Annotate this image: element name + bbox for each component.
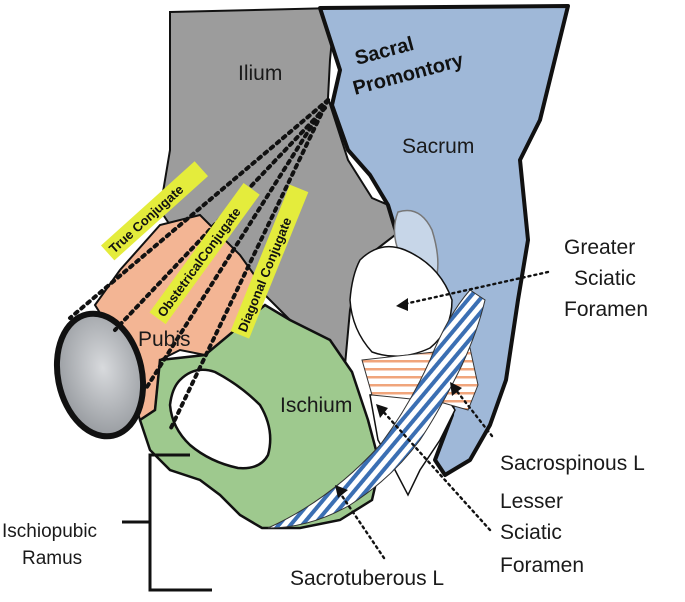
- obstetrical-conjugate-line: [143, 98, 330, 392]
- ischiopubic-label-2: Ramus: [22, 548, 82, 569]
- greater-sciatic-label-1: Greater: [564, 236, 635, 259]
- ilium-label: Ilium: [238, 62, 282, 85]
- sacrospinous-label: Sacrospinous L: [500, 452, 645, 475]
- pubic-symphysis-disc: [53, 310, 147, 440]
- lesser-sciatic-label-3: Foramen: [500, 554, 584, 577]
- greater-sciatic-label-3: Foramen: [564, 298, 648, 321]
- pubis-label: Pubis: [138, 328, 191, 351]
- ischiopubic-label-1: Ischiopubic: [2, 521, 97, 542]
- greater-sciatic-foramen: [349, 245, 453, 357]
- lesser-sciatic-label-1: Lesser: [500, 490, 563, 513]
- lesser-sciatic-pointer: [376, 404, 492, 532]
- sacrospinous-pointer: [450, 382, 494, 438]
- diagonal-conjugate-line: [168, 98, 330, 432]
- sacrum-label: Sacrum: [402, 135, 474, 158]
- true-conjugate-line: [68, 98, 330, 320]
- sacrotuberous-pointer: [335, 485, 386, 560]
- obturator-foramen: [168, 368, 272, 470]
- sacrotuberous-ligament: [267, 289, 486, 529]
- sacrotuberous-label: Sacrotuberous L: [290, 567, 444, 590]
- greater-sciatic-pointer: [396, 270, 550, 311]
- greater-sciatic-label-2: Sciatic: [574, 267, 636, 290]
- sacrum-region: [318, 4, 570, 477]
- ischiopubic-bracket: [122, 453, 212, 592]
- ischium-label: Ischium: [280, 394, 352, 417]
- lesser-sciatic-label-2: Sciatic: [500, 521, 562, 544]
